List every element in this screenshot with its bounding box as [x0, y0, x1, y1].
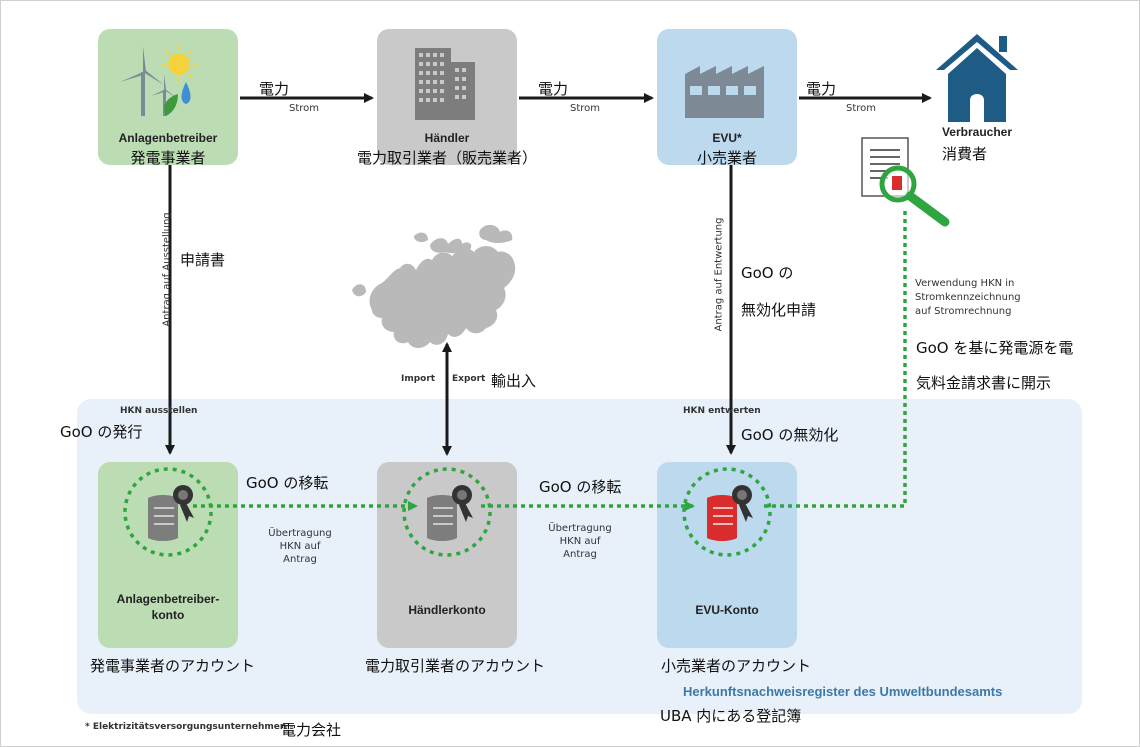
supplier-account-box	[657, 462, 797, 648]
trader-label-de: Händler	[424, 131, 470, 145]
export-label: Export	[452, 374, 486, 384]
transfer-1-line2: HKN auf	[279, 541, 321, 552]
trader-account-box	[377, 462, 517, 648]
factory-icon	[685, 66, 764, 118]
usage-label-ja-2: 気料金請求書に開示	[916, 374, 1052, 392]
usage-label-de-line1: Verwendung HKN in	[915, 278, 1015, 289]
issue-request-label-de: Antrag auf Ausstellung	[161, 212, 173, 327]
producer-account-box	[98, 462, 238, 648]
producer-account-line1: Anlagenbetreiber-	[116, 592, 220, 606]
trader-account-label-ja: 電力取引業者のアカウント	[365, 657, 546, 675]
registry-area	[77, 399, 1082, 714]
power-label-de-1: Strom	[289, 103, 320, 114]
cancel-request-label-de: Antrag auf Entwertung	[713, 217, 725, 332]
supplier-account-label-de: EVU-Konto	[695, 603, 759, 617]
wind-turbine-icon	[120, 46, 197, 116]
producer-account-label-ja: 発電事業者のアカウント	[90, 657, 256, 675]
transfer-label-ja-1: GoO の移転	[246, 474, 329, 492]
producer-account-label-de: Anlagenbetreiber- konto	[98, 591, 238, 623]
import-export-label-ja: 輸出入	[491, 372, 537, 390]
transfer-2-line1: Übertragung	[548, 523, 612, 534]
transfer-1-line1: Übertragung	[268, 528, 332, 539]
certificate-icon-supplier	[682, 467, 772, 557]
transfer-label-ja-2: GoO の移転	[539, 478, 622, 496]
supplier-account-label-ja: 小売業者のアカウント	[661, 657, 812, 675]
cancellation-label-de: HKN entwerten	[683, 406, 761, 416]
cancel-request-label-ja-2: 無効化申請	[741, 301, 817, 319]
consumer-label-de: Verbraucher	[941, 125, 1013, 139]
power-label-ja-3: 電力	[806, 80, 837, 98]
trader-label-ja: 電力取引業者（販売業者）	[356, 149, 537, 167]
certificate-icon-producer	[123, 467, 213, 557]
power-label-ja-2: 電力	[538, 80, 569, 98]
power-label-de-2: Strom	[570, 103, 601, 114]
issuance-label-de: HKN ausstellen	[120, 406, 198, 416]
power-label-ja-1: 電力	[259, 80, 290, 98]
producer-label-de: Anlagenbetreiber	[118, 131, 218, 145]
issuance-label-ja: GoO の発行	[60, 423, 143, 441]
footnote-de: * Elektrizitätsversorgungsunternehmen	[85, 722, 287, 732]
issue-request-label-ja: 申請書	[180, 251, 226, 269]
usage-dotted-line	[764, 210, 907, 508]
producer-label-ja: 発電事業者	[130, 149, 206, 167]
transfer-label-de-2: Übertragung HKN auf Antrag	[535, 522, 625, 561]
usage-label-de: Verwendung HKN in Stromkennzeichnung auf…	[915, 277, 1021, 319]
transfer-2-line2: HKN auf	[559, 536, 601, 547]
trader-account-label-de: Händlerkonto	[408, 603, 486, 617]
footnote-ja: 電力会社	[281, 721, 342, 739]
transfer-2-line3: Antrag	[563, 549, 597, 560]
certificate-icon-trader	[402, 467, 492, 557]
registry-title-de: Herkunftsnachweisregister des Umweltbund…	[683, 684, 1003, 699]
usage-label-de-line2: Stromkennzeichnung	[915, 292, 1021, 303]
transfer-label-de-1: Übertragung HKN auf Antrag	[255, 527, 345, 566]
document-magnifier-icon	[861, 137, 950, 227]
europe-map	[352, 224, 516, 348]
usage-label-ja-1: GoO を基に発電源を電	[916, 339, 1074, 357]
cancellation-label-ja: GoO の無効化	[741, 426, 839, 444]
transfer-1-line3: Antrag	[283, 554, 317, 565]
usage-label-de-line3: auf Stromrechnung	[915, 306, 1012, 317]
import-label: Import	[401, 374, 436, 384]
power-label-de-3: Strom	[846, 103, 877, 114]
buildings-icon	[415, 48, 475, 120]
registry-title-ja: UBA 内にある登記簿	[660, 707, 802, 725]
consumer-label-ja: 消費者	[942, 145, 988, 163]
supplier-label-de: EVU*	[712, 131, 742, 145]
supplier-label-ja: 小売業者	[696, 149, 757, 167]
producer-account-line2: konto	[151, 608, 185, 622]
cancel-request-label-ja-1: GoO の	[741, 264, 794, 282]
house-icon	[936, 34, 1018, 122]
